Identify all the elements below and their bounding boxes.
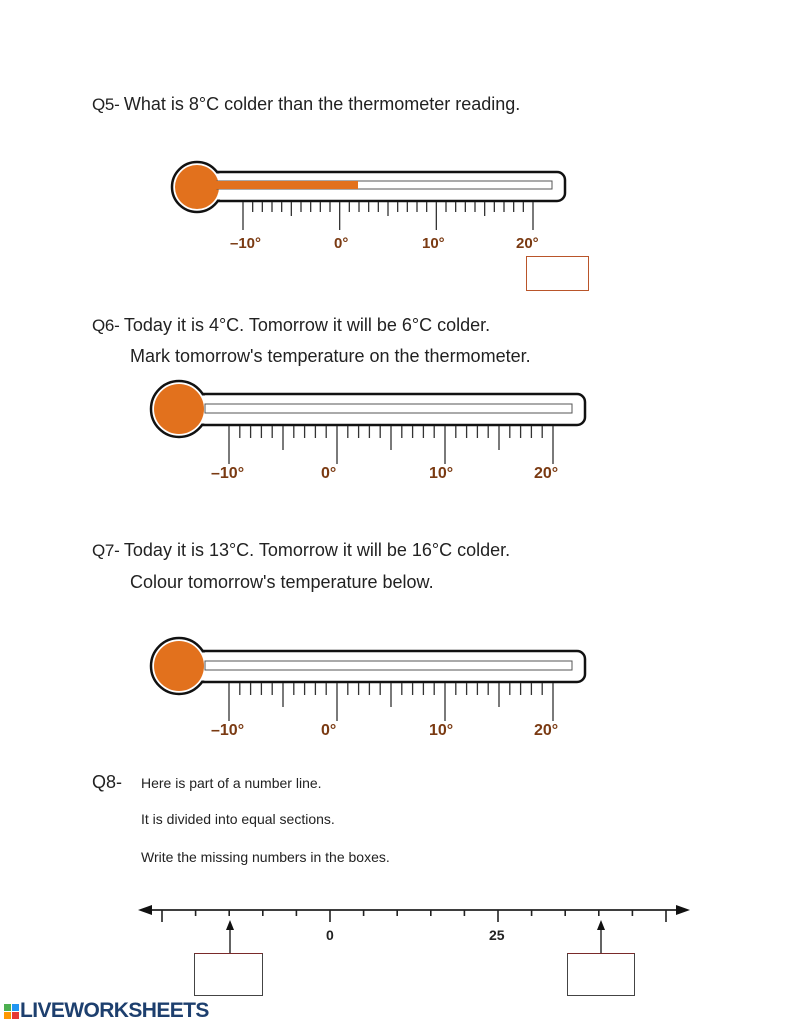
q6-line2: Mark tomorrow's temperature on the therm… xyxy=(130,346,531,366)
q7-tick-label: 20° xyxy=(534,722,558,739)
q5-thermometer: –10° 0° 10° 20° xyxy=(170,160,567,252)
q5-tick-label: 0° xyxy=(334,235,348,252)
q6-tick-label: 10° xyxy=(429,465,453,482)
q8-line2: It is divided into equal sections. xyxy=(141,811,335,827)
q8-label: Q8- xyxy=(92,772,123,792)
q8-line3: Write the missing numbers in the boxes. xyxy=(141,849,390,865)
q6-tick-label: 0° xyxy=(321,465,336,482)
q6-thermometer[interactable]: –10° 0° 10° 20° xyxy=(149,379,587,482)
q8-missing-box-right[interactable] xyxy=(567,953,635,996)
q7-tick-label: 10° xyxy=(429,722,453,739)
q7-question: Q7- Today it is 13°C. Tomorrow it will b… xyxy=(92,540,510,561)
q6-label: Q6- xyxy=(92,316,120,335)
q6-line1: Today it is 4°C. Tomorrow it will be 6°C… xyxy=(123,315,491,335)
q5-text: What is 8°C colder than the thermometer … xyxy=(123,94,521,114)
q5-question: Q5- What is 8°C colder than the thermome… xyxy=(92,94,520,115)
q5-tick-label: –10° xyxy=(230,235,261,252)
q6-tick-label: –10° xyxy=(211,465,244,482)
q8-number-line: 0 25 xyxy=(138,905,690,953)
q6-question: Q6- Today it is 4°C. Tomorrow it will be… xyxy=(92,315,490,336)
q6-tick-label: 20° xyxy=(534,465,558,482)
liveworksheets-logo: LIVEWORKSHEETS xyxy=(4,999,209,1023)
q7-tick-label: 0° xyxy=(321,722,336,739)
logo-text: LIVEWORKSHEETS xyxy=(20,999,209,1022)
q5-mercury xyxy=(215,181,358,189)
q8-line1: Here is part of a number line. xyxy=(141,775,322,791)
logo-grid-icon xyxy=(4,1003,19,1019)
q7-tick-label: –10° xyxy=(211,722,244,739)
q5-answer-box[interactable] xyxy=(526,256,589,291)
q7-thermometer[interactable]: –10° 0° 10° 20° xyxy=(149,636,587,739)
q7-line1: Today it is 13°C. Tomorrow it will be 16… xyxy=(123,540,511,560)
q7-line2: Colour tomorrow's temperature below. xyxy=(130,572,434,592)
nl-label-25: 25 xyxy=(489,927,505,943)
q5-tick-label: 20° xyxy=(516,235,539,252)
q7-label: Q7- xyxy=(92,541,120,560)
nl-label-zero: 0 xyxy=(326,927,334,943)
q5-label: Q5- xyxy=(92,95,120,114)
q5-tick-label: 10° xyxy=(422,235,445,252)
q8-missing-box-left[interactable] xyxy=(194,953,263,996)
